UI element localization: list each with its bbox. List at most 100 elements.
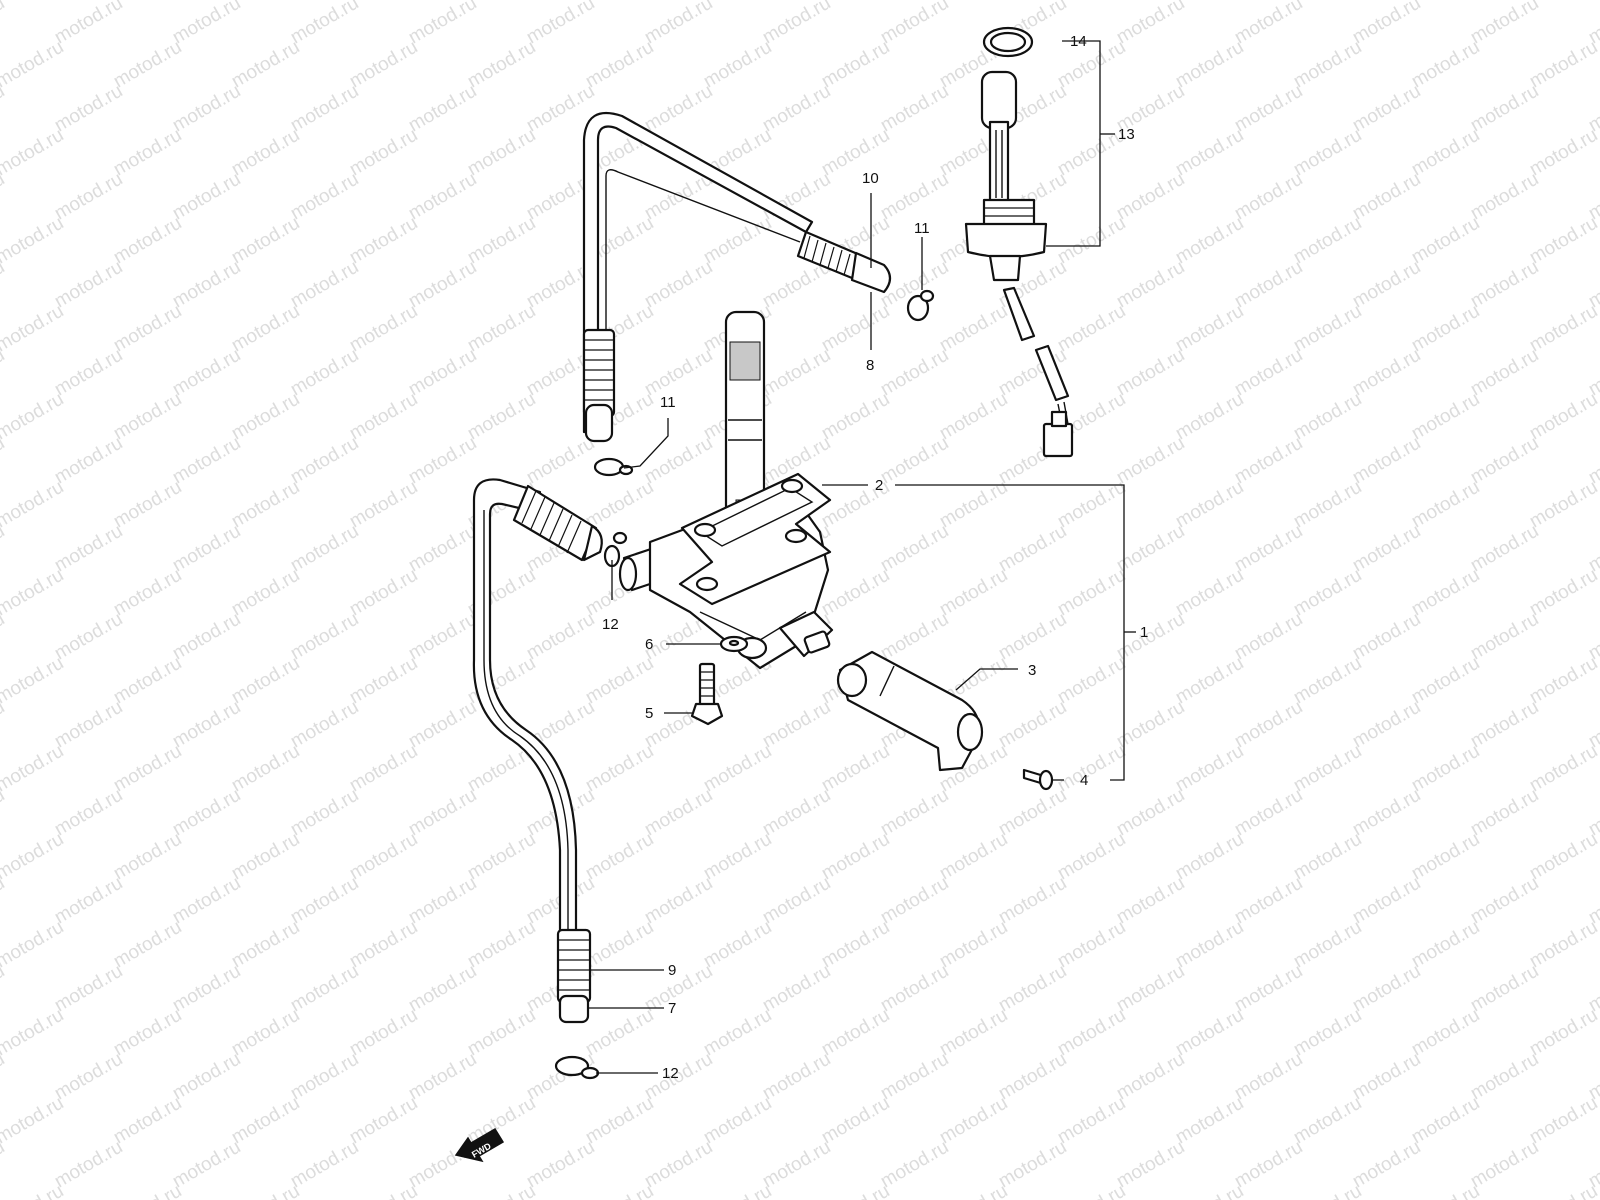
watermark-text: motod.ru (877, 609, 952, 665)
watermark-text: motod.ru (1231, 873, 1306, 929)
watermark-text: motod.ru (464, 37, 539, 93)
watermark-text: motod.ru (110, 917, 185, 973)
watermark-text: motod.ru (1231, 1137, 1306, 1193)
watermark-text: motod.ru (641, 785, 716, 841)
watermark-text: motod.ru (700, 829, 775, 885)
watermark-text: motod.ru (228, 37, 303, 93)
watermark-text: motod.ru (1290, 1093, 1365, 1149)
watermark-text: motod.ru (0, 477, 67, 533)
callout-2: 2 (875, 477, 883, 494)
watermark-text: motod.ru (1172, 917, 1247, 973)
watermark-text: motod.ru (582, 829, 657, 885)
watermark-text: motod.ru (287, 169, 362, 225)
watermark-text: motod.ru (641, 873, 716, 929)
watermark-text: motod.ru (0, 741, 67, 797)
watermark-text: motod.ru (877, 1137, 952, 1193)
watermark-text: motod.ru (641, 1049, 716, 1105)
watermark-text: motod.ru (228, 917, 303, 973)
watermark-text: motod.ru (1467, 873, 1542, 929)
watermark-text: motod.ru (523, 0, 598, 48)
watermark-text: motod.ru (169, 1137, 244, 1193)
watermark-text: motod.ru (1172, 125, 1247, 181)
watermark-text: motod.ru (464, 389, 539, 445)
watermark-text: motod.ru (700, 741, 775, 797)
watermark-text: motod.ru (936, 389, 1011, 445)
upper-fuel-hose (582, 111, 892, 443)
watermark-text: motod.ru (582, 1093, 657, 1149)
watermark-text: motod.ru (169, 257, 244, 313)
watermark-text: motod.ru (1349, 81, 1424, 137)
watermark-text: motod.ru (1054, 1093, 1129, 1149)
fuel-cock-lever (836, 650, 984, 772)
watermark-text: motod.ru (51, 345, 126, 401)
watermark-text: motod.ru (1113, 785, 1188, 841)
watermark-text: motod.ru (1526, 1005, 1600, 1061)
watermark-text: motod.ru (346, 1181, 421, 1200)
watermark-text: motod.ru (346, 653, 421, 709)
watermark-text: motod.ru (1349, 1049, 1424, 1105)
watermark-text: motod.ru (228, 477, 303, 533)
watermark-text: motod.ru (700, 917, 775, 973)
watermark-text: motod.ru (700, 1181, 775, 1200)
watermark-text: motod.ru (1113, 873, 1188, 929)
watermark-text: motod.ru (1290, 829, 1365, 885)
watermark-text: motod.ru (1231, 433, 1306, 489)
watermark-text: motod.ru (287, 697, 362, 753)
watermark-text: motod.ru (1408, 213, 1483, 269)
watermark-text: motod.ru (287, 1137, 362, 1193)
watermark-text: motod.ru (1408, 1093, 1483, 1149)
callout-3: 3 (1028, 662, 1036, 679)
watermark-text: motod.ru (405, 81, 480, 137)
watermark-text: motod.ru (1290, 389, 1365, 445)
watermark-text: motod.ru (169, 0, 244, 48)
lower-fuel-hose (472, 478, 603, 1024)
watermark-text: motod.ru (759, 81, 834, 137)
watermark-text: motod.ru (1408, 389, 1483, 445)
watermark-text: motod.ru (1408, 1181, 1483, 1200)
watermark-text: motod.ru (877, 169, 952, 225)
watermark-text: motod.ru (51, 169, 126, 225)
watermark-text: motod.ru (1526, 741, 1600, 797)
watermark-text: motod.ru (818, 301, 893, 357)
watermark-text: motod.ru (110, 1181, 185, 1200)
watermark-text: motod.ru (1526, 125, 1600, 181)
callout-10: 10 (862, 170, 879, 187)
watermark-text: motod.ru (818, 1005, 893, 1061)
watermark-text: motod.ru (1054, 37, 1129, 93)
callout-8: 8 (866, 357, 874, 374)
watermark-text: motod.ru (1467, 609, 1542, 665)
watermark-text: motod.ru (1172, 653, 1247, 709)
watermark-text: motod.ru (1113, 0, 1188, 48)
watermark-text: motod.ru (1172, 565, 1247, 621)
watermark-text: motod.ru (1231, 521, 1306, 577)
watermark-text: motod.ru (51, 1049, 126, 1105)
watermark-text: motod.ru (1054, 741, 1129, 797)
watermark-text: motod.ru (169, 961, 244, 1017)
watermark-text: motod.ru (1408, 125, 1483, 181)
watermark-text: motod.ru (1408, 1005, 1483, 1061)
callout-5: 5 (645, 705, 653, 722)
watermark-text: motod.ru (1054, 1181, 1129, 1200)
watermark-text: motod.ru (1290, 565, 1365, 621)
watermark-text: motod.ru (0, 1181, 67, 1200)
watermark-text: motod.ru (1054, 653, 1129, 709)
watermark-text: motod.ru (1054, 213, 1129, 269)
watermark-text: motod.ru (877, 1049, 952, 1105)
watermark-text: motod.ru (51, 521, 126, 577)
watermark-text: motod.ru (1054, 917, 1129, 973)
watermark-text: motod.ru (51, 81, 126, 137)
watermark-text: motod.ru (228, 301, 303, 357)
watermark-text: motod.ru (110, 213, 185, 269)
watermark-text: motod.ru (1526, 389, 1600, 445)
watermark-text: motod.ru (818, 917, 893, 973)
watermark-text: motod.ru (464, 301, 539, 357)
watermark-text: motod.ru (1290, 1005, 1365, 1061)
watermark-text: motod.ru (228, 1181, 303, 1200)
watermark-text: motod.ru (995, 961, 1070, 1017)
watermark-text: motod.ru (995, 1049, 1070, 1105)
watermark-text: motod.ru (1467, 257, 1542, 313)
watermark-text: motod.ru (169, 873, 244, 929)
watermark-text: motod.ru (51, 257, 126, 313)
watermark-text: motod.ru (1349, 433, 1424, 489)
